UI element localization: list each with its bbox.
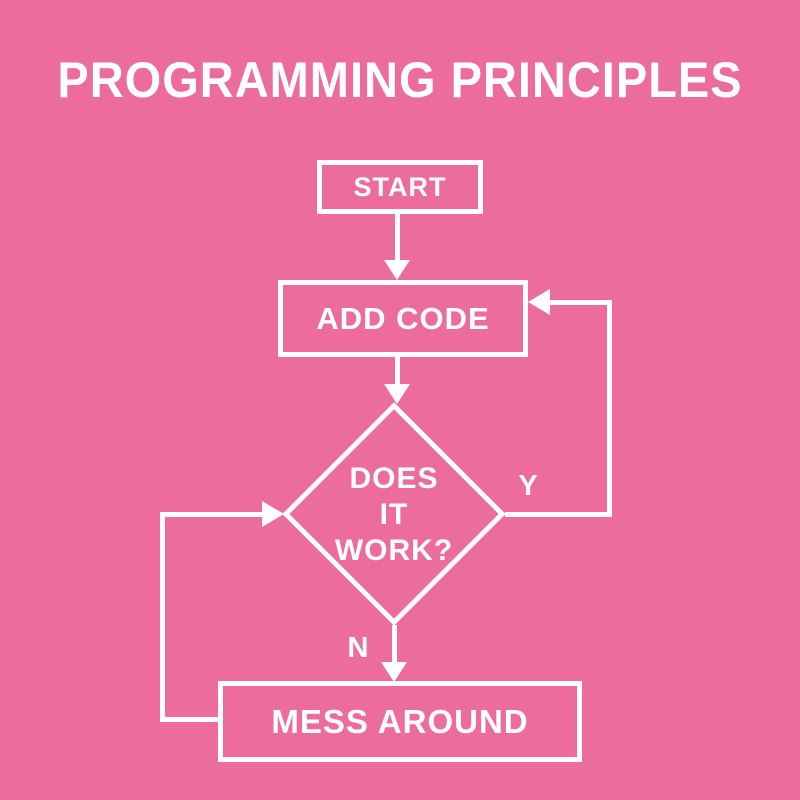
edge-no-line <box>392 625 397 663</box>
edge-yes-vertical-line <box>607 300 612 517</box>
edge-loop-vertical-line <box>160 512 165 722</box>
edge-label-yes: Y <box>518 470 538 502</box>
node-start: START <box>317 160 483 214</box>
arrowhead-down-icon <box>381 662 407 682</box>
edge-addcode-to-diamond-line <box>395 357 400 385</box>
node-add-code: ADD CODE <box>278 280 528 357</box>
diamond-label-line2: IT <box>379 498 409 531</box>
arrowhead-down-icon <box>384 260 410 280</box>
node-mess-around: MESS AROUND <box>218 681 582 762</box>
edge-loop-top-line <box>160 512 262 517</box>
node-start-label: START <box>353 171 447 202</box>
arrowhead-right-icon <box>262 501 284 527</box>
edge-loop-bottom-line <box>160 717 220 722</box>
node-mess-around-label: MESS AROUND <box>271 702 529 740</box>
node-add-code-label: ADD CODE <box>316 300 490 336</box>
page-title: PROGRAMMING PRINCIPLES <box>57 51 743 108</box>
edge-label-no: N <box>347 632 369 664</box>
diamond-label-line1: DOES <box>349 462 439 495</box>
arrowhead-left-icon <box>528 289 550 315</box>
diamond-label-line3: WORK? <box>334 534 454 567</box>
node-does-it-work-label: DOES IT WORK? <box>294 461 494 569</box>
edge-yes-bottom-line <box>505 512 612 517</box>
edge-start-to-addcode-line <box>395 214 400 260</box>
edge-yes-top-line <box>550 300 612 305</box>
arrowhead-down-icon <box>384 384 410 404</box>
